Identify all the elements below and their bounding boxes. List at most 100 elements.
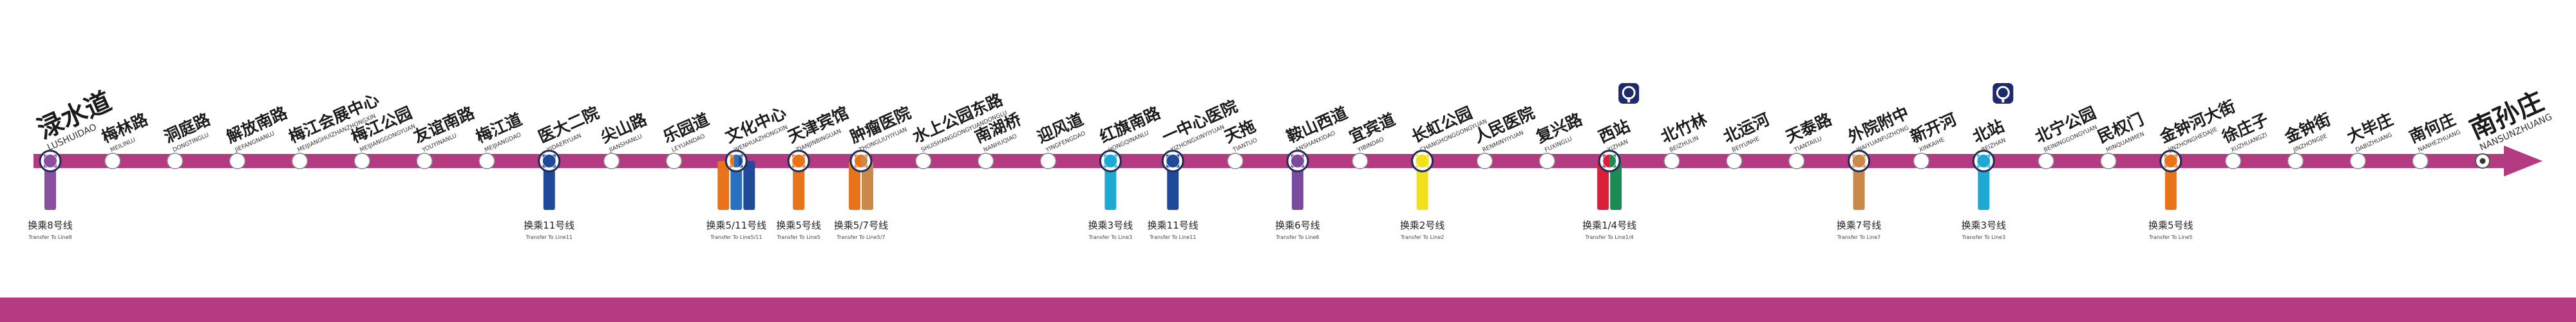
transfer-info-en: Transfer To Line11 xyxy=(526,234,573,240)
station-marker xyxy=(977,153,994,169)
transfer-station-ring xyxy=(1852,154,1866,168)
station-marker xyxy=(665,153,683,169)
station-marker xyxy=(166,153,184,169)
transfer-line-stem xyxy=(2164,161,2177,210)
transfer-line-stem xyxy=(1978,161,1990,210)
bottom-color-band xyxy=(0,298,2576,322)
transfer-line-swatch xyxy=(1603,155,1610,167)
transfer-line-stem xyxy=(543,161,555,210)
transfer-info-cn: 换乘3号线 xyxy=(1961,220,2006,231)
station-marker xyxy=(1663,153,1680,169)
transfer-info-en: Transfer To Line8 xyxy=(28,234,71,240)
transfer-info-cn: 换乘5/7号线 xyxy=(834,220,888,231)
transfer-line-swatch xyxy=(1291,155,1304,167)
transfer-line-swatch xyxy=(1416,155,1429,167)
station-marker xyxy=(1476,153,1493,169)
transfer-line-swatch xyxy=(861,155,867,167)
transfer-line-swatch xyxy=(855,155,861,167)
station-marker xyxy=(2287,153,2304,169)
transfer-station-ring xyxy=(729,154,744,168)
railway-station-icon xyxy=(1993,83,2014,104)
transfer-station-ring xyxy=(43,154,57,168)
transfer-info-cn: 换乘5号线 xyxy=(776,220,821,231)
transfer-line-stem xyxy=(717,161,730,210)
transfer-station-ring xyxy=(2163,154,2178,168)
station-marker xyxy=(1039,153,1057,169)
transfer-info-en: Transfer To Line5 xyxy=(2148,234,2192,240)
station-marker xyxy=(104,153,121,169)
transfer-line-stem xyxy=(1291,161,1303,210)
transfer-station-ring xyxy=(1103,154,1118,168)
transfer-line-stem xyxy=(1597,161,1609,210)
transfer-info-cn: 换乘11号线 xyxy=(1148,220,1198,231)
transfer-info-en: Transfer To Line5/11 xyxy=(710,234,762,240)
transfer-info-en: Transfer To Line1/4 xyxy=(1585,234,1634,240)
transfer-info-cn: 换乘3号线 xyxy=(1088,220,1133,231)
station-marker xyxy=(1539,153,1556,169)
station-marker xyxy=(2224,153,2242,169)
transfer-line-stem xyxy=(743,161,755,210)
transfer-line-swatch xyxy=(1166,155,1180,167)
transfer-info-cn: 换乘6号线 xyxy=(1275,220,1320,231)
transfer-info-en: Transfer To Line3 xyxy=(1962,234,2005,240)
transfer-line-swatch xyxy=(542,155,556,167)
station-marker xyxy=(915,153,932,169)
transfer-station-ring xyxy=(1166,154,1180,168)
transfer-info-cn: 换乘11号线 xyxy=(524,220,574,231)
transfer-line-swatch xyxy=(730,155,734,167)
transfer-info-cn: 换乘5/11号线 xyxy=(706,220,766,231)
transfer-info-en: Transfer To Line2 xyxy=(1400,234,1444,240)
transfer-info-cn: 换乘7号线 xyxy=(1837,220,1882,231)
transfer-line-swatch xyxy=(2164,155,2177,167)
transfer-info-en: Transfer To Line5 xyxy=(776,234,820,240)
railway-icon-stem xyxy=(1627,97,1631,102)
transfer-station-ring xyxy=(542,154,556,168)
transfer-line-stem xyxy=(1416,161,1428,210)
station-marker xyxy=(2100,153,2117,169)
station-marker xyxy=(2412,153,2429,169)
station-marker xyxy=(1788,153,1805,169)
railway-station-icon xyxy=(1618,83,1640,104)
transfer-line-stem xyxy=(1853,161,1865,210)
transfer-line-swatch xyxy=(1104,155,1117,167)
transfer-info-en: Transfer To Line5/7 xyxy=(836,234,885,240)
transfer-line-stem xyxy=(730,161,743,210)
line-direction-arrow xyxy=(2504,146,2543,176)
transfer-station-ring xyxy=(1290,154,1305,168)
transfer-station-ring xyxy=(1976,154,1991,168)
transfer-line-stem xyxy=(44,161,56,210)
railway-icon-stem xyxy=(2002,97,2005,102)
transfer-info-cn: 换乘5号线 xyxy=(2148,220,2193,231)
transfer-info-cn: 换乘8号线 xyxy=(28,220,73,231)
transfer-line-stem xyxy=(793,161,805,210)
station-marker xyxy=(416,153,433,169)
station-marker xyxy=(1352,153,1368,169)
transfer-station-ring xyxy=(791,154,806,168)
transfer-station-ring xyxy=(1602,154,1617,168)
station-marker xyxy=(603,153,620,169)
transfer-line-swatch xyxy=(1977,155,1991,167)
transfer-line-swatch xyxy=(738,155,743,167)
transfer-info-en: Transfer To Line7 xyxy=(1837,234,1880,240)
transfer-line-swatch xyxy=(44,155,57,167)
transfer-info-cn: 换乘2号线 xyxy=(1400,220,1445,231)
transfer-line-swatch xyxy=(1852,155,1866,167)
station-marker xyxy=(229,153,246,169)
transfer-info-en: Transfer To Line11 xyxy=(1149,234,1197,240)
transfer-line-swatch xyxy=(1609,155,1616,167)
transfer-line-stem xyxy=(862,161,873,210)
transfer-info-cn: 换乘1/4号线 xyxy=(1582,220,1636,231)
station-marker xyxy=(354,153,370,169)
station-marker xyxy=(2349,153,2367,169)
station-marker xyxy=(1726,153,1743,169)
station-marker xyxy=(1913,153,1930,169)
current-station-dot xyxy=(2479,158,2486,164)
